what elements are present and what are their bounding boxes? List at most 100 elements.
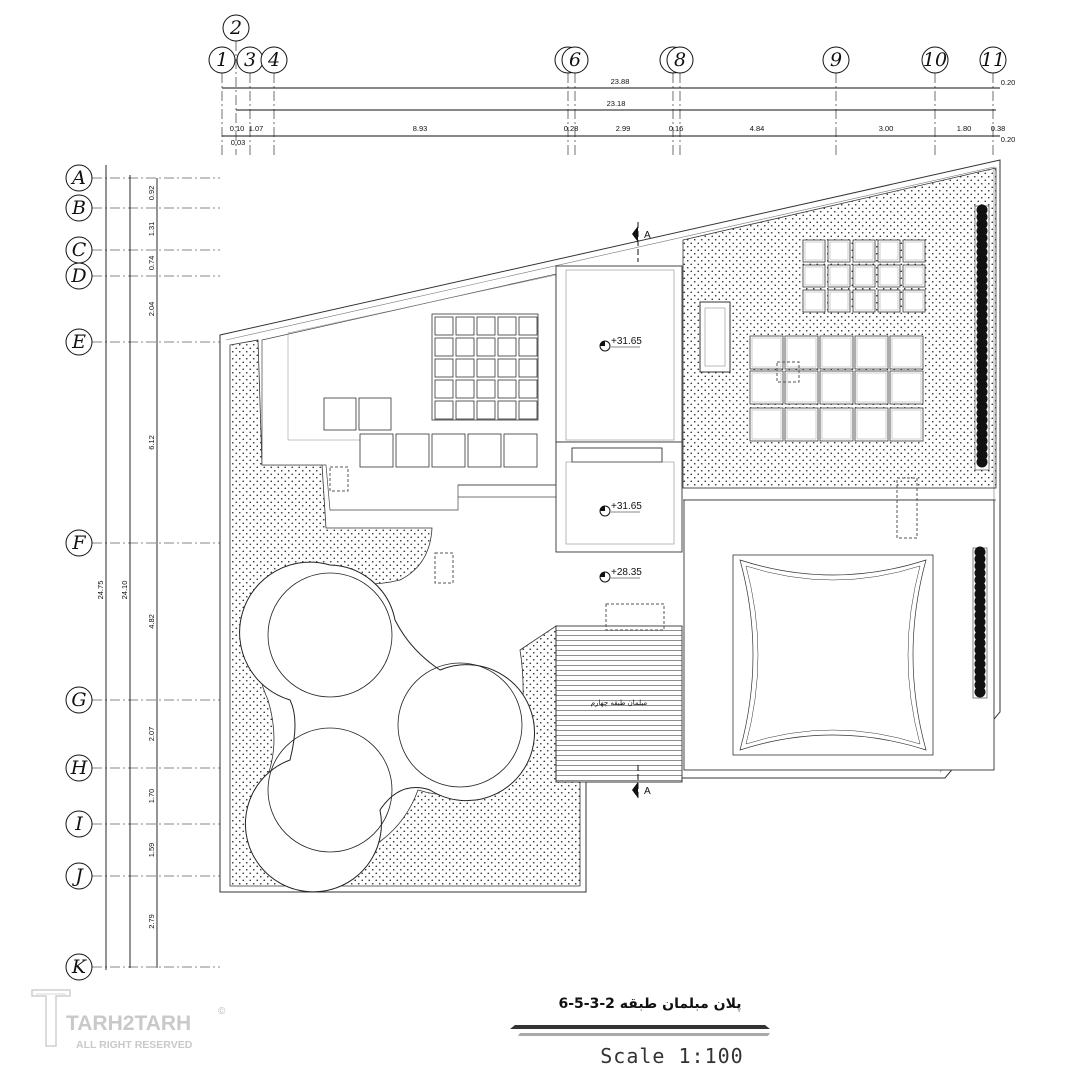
column-segment-5: 0.16 xyxy=(669,124,684,133)
paver-tile xyxy=(889,335,924,370)
column-bubble-6: 6 xyxy=(561,46,589,74)
row-bubble-E: E xyxy=(65,328,93,356)
svg-text:+31.65: +31.65 xyxy=(611,336,642,347)
column-bubble-9: 9 xyxy=(822,46,850,74)
trefoil-pool xyxy=(239,561,535,893)
paver-tile xyxy=(434,337,454,357)
shrub xyxy=(976,456,988,468)
overall-dimension-1: 23.88 xyxy=(611,77,630,86)
paver-tile xyxy=(784,407,819,442)
svg-text:+28.35: +28.35 xyxy=(611,567,642,578)
shrub xyxy=(974,686,986,698)
row-segment-3: 2.04 xyxy=(147,302,156,317)
column-segment-0: 0.10 xyxy=(230,124,245,133)
deck-bench xyxy=(605,603,665,631)
row-bubble-K: K xyxy=(65,953,93,981)
column-label-1: 1 xyxy=(216,49,228,71)
paver-tile xyxy=(431,433,466,468)
paver-tile xyxy=(819,370,854,405)
pool-cover xyxy=(732,554,934,756)
paver-tile xyxy=(819,407,854,442)
column-segment-9: 0.38 xyxy=(991,124,1006,133)
paver-tile xyxy=(852,264,876,288)
svg-text:TARH2TARH: TARH2TARH xyxy=(66,1012,191,1035)
paver-tile xyxy=(902,239,926,263)
paver-tile xyxy=(497,400,517,420)
row-segment-5: 4.82 xyxy=(147,614,156,629)
row-label-F: F xyxy=(71,532,86,554)
row-label-B: B xyxy=(71,197,86,219)
paver-tile xyxy=(889,370,924,405)
column-label-4: 4 xyxy=(267,49,280,71)
paver-tile xyxy=(827,289,851,313)
paver-tile xyxy=(434,400,454,420)
row-segment-dimensions: 0.921.310.742.046.124.822.071.701.592.79 xyxy=(147,186,156,929)
paver-tile xyxy=(819,335,854,370)
paver-tile xyxy=(455,337,475,357)
row-label-C: C xyxy=(72,239,87,261)
overall-row-dimension-1: 24.75 xyxy=(96,581,105,600)
row-label-A: A xyxy=(70,167,86,189)
paver-tile xyxy=(323,397,357,431)
row-grid-ticks xyxy=(92,177,220,968)
paver-tile xyxy=(476,316,496,336)
paver-tile xyxy=(455,400,475,420)
paver-tile xyxy=(852,239,876,263)
column-grid-ticks xyxy=(221,41,994,155)
paver-tile xyxy=(877,239,901,263)
row-dimension-lines xyxy=(105,165,158,970)
edge-dimension-right-bottom: 0.20 xyxy=(1001,135,1016,144)
room-label: مبلمان طبقه چهارم xyxy=(591,699,648,707)
paver-tile xyxy=(749,335,784,370)
level-marker-2: +31.65 xyxy=(599,501,642,517)
column-segment-1: 1.07 xyxy=(249,124,264,133)
furniture-tiles xyxy=(323,239,926,468)
svg-text:©: © xyxy=(218,1006,226,1017)
row-segment-8: 1.59 xyxy=(147,843,156,858)
column-bubble-4: 4 xyxy=(260,46,288,74)
row-segment-6: 2.07 xyxy=(147,727,156,742)
section-mark-top: A xyxy=(632,222,651,262)
paver-tile xyxy=(497,379,517,399)
paver-tile xyxy=(497,337,517,357)
row-label-K: K xyxy=(71,956,88,978)
paver-tile xyxy=(395,433,430,468)
row-label-I: I xyxy=(74,813,83,835)
column-bubble-1: 1 xyxy=(208,46,236,74)
paver-tile xyxy=(518,337,538,357)
row-bubble-F: F xyxy=(65,529,93,557)
column-segment-4: 2.99 xyxy=(616,124,631,133)
paver-tile xyxy=(852,289,876,313)
column-segment-3: 0.28 xyxy=(564,124,579,133)
core-rooms xyxy=(555,265,683,553)
paver-tile xyxy=(455,358,475,378)
row-label-E: E xyxy=(71,331,86,353)
row-label-H: H xyxy=(70,757,88,779)
paver-tile xyxy=(902,264,926,288)
overall-row-dimension-2: 24.10 xyxy=(120,581,129,600)
paver-tile xyxy=(877,264,901,288)
brand-logo: TARH2TARH ALL RIGHT RESERVED © xyxy=(31,989,226,1051)
paver-tile xyxy=(476,337,496,357)
row-bubble-C: C xyxy=(65,236,93,264)
bench-pool xyxy=(434,552,454,584)
column-segment-8: 1.80 xyxy=(957,124,972,133)
paver-tile xyxy=(854,407,889,442)
column-label-3: 3 xyxy=(244,49,256,71)
row-segment-1: 1.31 xyxy=(147,222,156,237)
hedge-rows xyxy=(972,204,990,699)
column-bubble-8: 8 xyxy=(666,46,694,74)
paver-tile xyxy=(802,289,826,313)
paver-tile xyxy=(784,335,819,370)
paver-tile xyxy=(749,407,784,442)
level-marker-3: +28.35 xyxy=(599,567,642,583)
paver-tile xyxy=(476,400,496,420)
paver-tile xyxy=(434,316,454,336)
title-underline xyxy=(510,1025,770,1036)
paver-tile xyxy=(802,239,826,263)
scale-label: Scale 1:100 xyxy=(600,1044,743,1068)
paver-tile xyxy=(434,358,454,378)
row-label-J: J xyxy=(71,865,84,887)
paver-tile xyxy=(827,264,851,288)
